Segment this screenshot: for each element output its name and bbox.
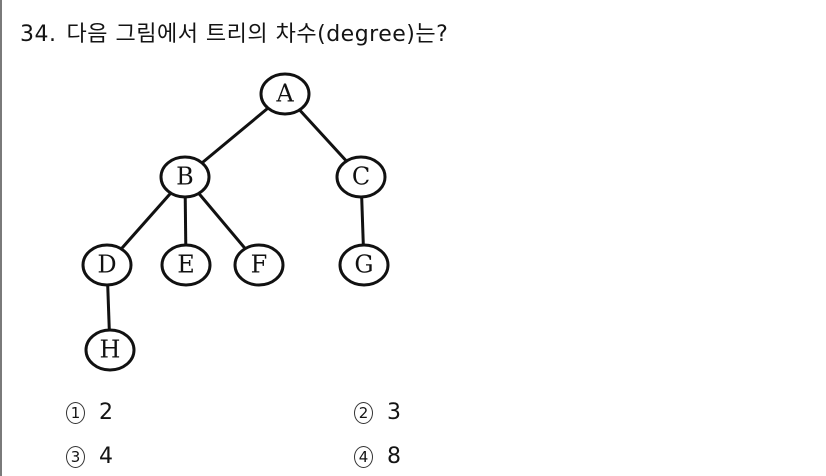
node-label: D xyxy=(97,251,116,279)
node-label: A xyxy=(275,80,294,108)
node-label: C xyxy=(352,163,370,191)
option-3-value: 4 xyxy=(99,444,113,469)
node-circle xyxy=(84,328,136,372)
node-label: G xyxy=(354,251,373,279)
tree-node-E: E xyxy=(160,243,212,287)
node-circle xyxy=(81,243,133,287)
option-3-marker: 3 xyxy=(66,445,85,468)
option-1[interactable]: 1 2 xyxy=(66,400,113,425)
node-circle xyxy=(159,155,211,199)
node-circle xyxy=(335,155,387,199)
page-left-border xyxy=(0,0,2,476)
node-label: E xyxy=(177,251,195,279)
tree-node-G: G xyxy=(338,243,390,287)
option-3[interactable]: 3 4 xyxy=(66,444,113,469)
option-1-marker: 1 xyxy=(66,401,85,424)
option-4-marker: 4 xyxy=(354,445,373,468)
node-circle xyxy=(233,243,285,287)
question-number: 34. xyxy=(20,22,57,47)
node-label: F xyxy=(251,251,268,279)
tree-node-A: A xyxy=(259,72,311,116)
node-circle xyxy=(259,72,311,116)
tree-node-C: C xyxy=(335,155,387,199)
node-label: H xyxy=(100,336,121,364)
node-label: B xyxy=(176,163,194,191)
tree-nodes: A B C D E F G H xyxy=(81,72,390,372)
option-1-value: 2 xyxy=(99,400,113,425)
question-text: 다음 그림에서 트리의 차수(degree)는? xyxy=(66,22,449,47)
tree-node-D: D xyxy=(81,243,133,287)
option-2[interactable]: 2 3 xyxy=(354,400,401,425)
question-title: 34. 다음 그림에서 트리의 차수(degree)는? xyxy=(20,16,448,48)
tree-node-F: F xyxy=(233,243,285,287)
option-2-marker: 2 xyxy=(354,401,373,424)
option-2-value: 3 xyxy=(387,400,401,425)
tree-node-H: H xyxy=(84,328,136,372)
option-4-value: 8 xyxy=(387,444,401,469)
option-4[interactable]: 4 8 xyxy=(354,444,401,469)
node-circle xyxy=(160,243,212,287)
tree-node-B: B xyxy=(159,155,211,199)
node-circle xyxy=(338,243,390,287)
tree-edges xyxy=(105,92,366,351)
